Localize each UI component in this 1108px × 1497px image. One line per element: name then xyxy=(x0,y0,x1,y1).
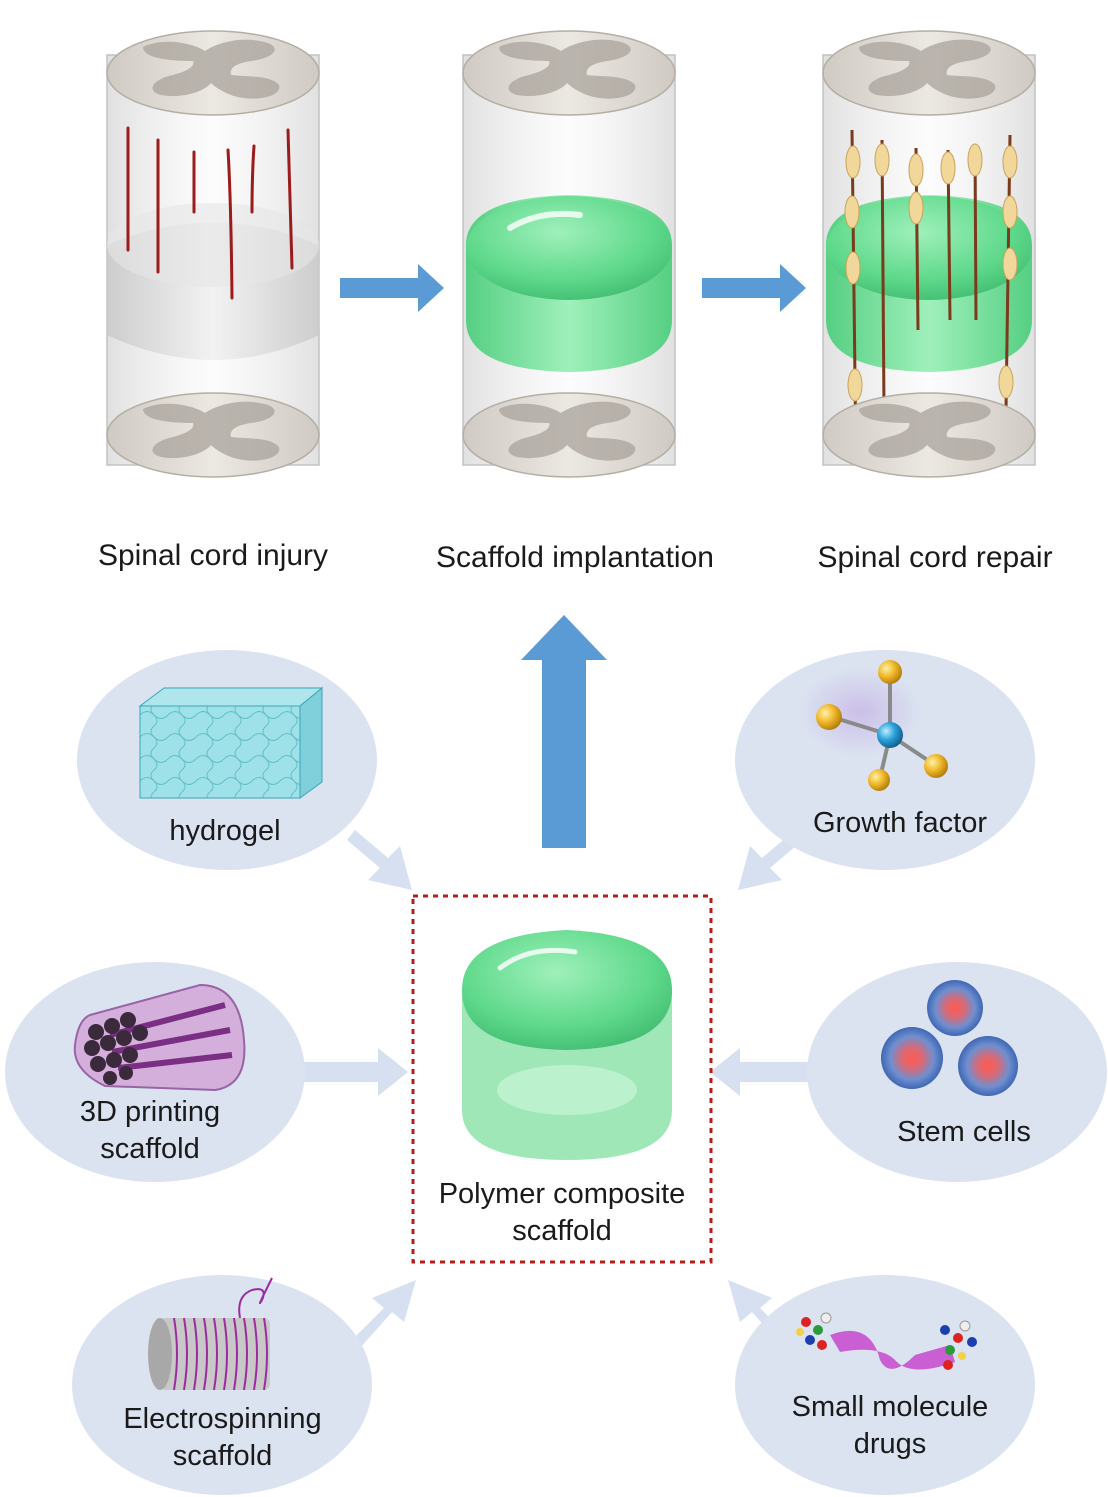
electrospinning-icon xyxy=(148,1277,273,1391)
stem-cells-bubble xyxy=(807,962,1107,1182)
center-label-line2: scaffold xyxy=(512,1215,612,1247)
arrow-injury-to-implant xyxy=(340,264,444,312)
stage-label-implant: Scaffold implantation xyxy=(436,541,714,574)
polymer-composite-frame xyxy=(411,894,713,1264)
3d-printing-bubble xyxy=(5,962,305,1182)
polymer-scaffold-icon xyxy=(462,930,672,1160)
axon-lines xyxy=(126,126,294,300)
hydrogel-icon xyxy=(138,686,324,799)
3d-printing-label-line2: scaffold xyxy=(100,1133,200,1165)
electrospinning-bubble xyxy=(72,1275,372,1495)
repair-cylinder xyxy=(822,30,1036,478)
growth-factor-bubble xyxy=(735,650,1035,870)
small-molecule-icon xyxy=(796,1312,977,1370)
injury-cylinder xyxy=(106,30,320,478)
electrospinning-label-line2: scaffold xyxy=(172,1440,273,1472)
stage-label-repair: Spinal cord repair xyxy=(817,541,1053,574)
center-label-line1: Polymer composite xyxy=(438,1178,686,1210)
growth-factor-icon xyxy=(798,660,948,791)
3d-printing-label-line1: 3D printing xyxy=(79,1096,221,1128)
stage-label-injury: Spinal cord injury xyxy=(97,539,329,572)
hydrogel-bubble xyxy=(77,650,377,870)
hydrogel-label: hydrogel xyxy=(169,815,281,847)
stem-cells-icon xyxy=(881,980,1018,1096)
3d-printing-icon xyxy=(73,983,246,1092)
electrospinning-label-line1: Electrospinning xyxy=(123,1403,322,1435)
implant-cylinder xyxy=(462,30,676,478)
arrow-implant-to-repair xyxy=(702,264,806,312)
small-molecule-label-line1: Small molecule xyxy=(791,1391,989,1423)
stem-cells-label: Stem cells xyxy=(897,1116,1031,1148)
growth-factor-label: Growth factor xyxy=(812,807,988,839)
input-arrows xyxy=(300,830,808,1348)
small-molecule-bubble xyxy=(735,1275,1035,1495)
small-molecule-label-line2: drugs xyxy=(853,1428,927,1460)
arrow-up-to-implant xyxy=(521,615,607,848)
